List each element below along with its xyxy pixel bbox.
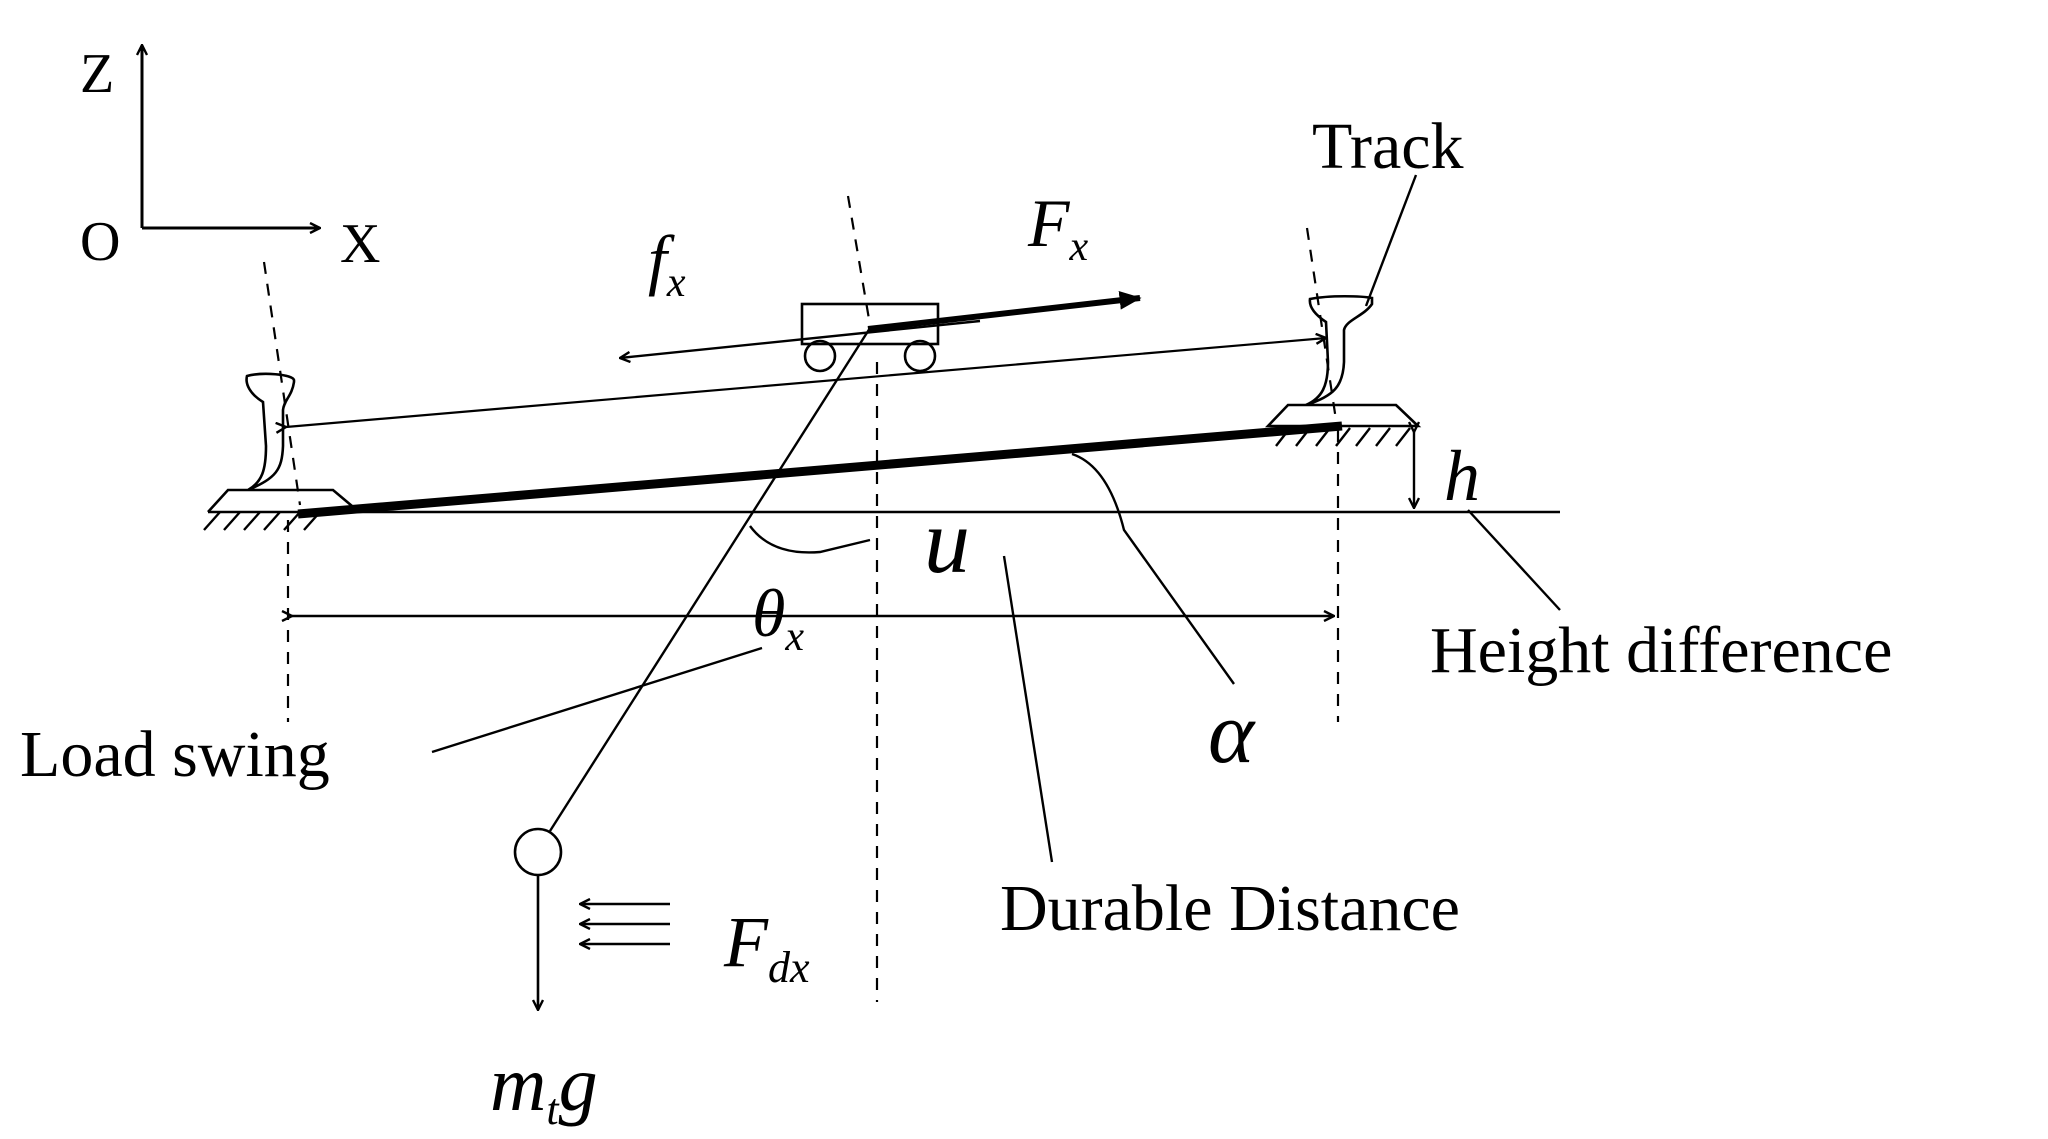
- height-difference-label: Height difference: [1430, 614, 1892, 687]
- disturbance-force-arrows: [580, 904, 670, 944]
- durable-distance-label: Durable Distance: [1000, 872, 1460, 945]
- load-cable: [548, 327, 872, 832]
- origin-label: O: [80, 211, 120, 273]
- trolley-wheel-right: [903, 339, 937, 373]
- trolley-wheel-left: [803, 339, 837, 373]
- alpha-leader: [1071, 452, 1235, 685]
- trolley-normal-dashed: [846, 195, 872, 326]
- left-rail-ground-hatch: [203, 511, 321, 531]
- load-swing-leader: [431, 646, 763, 754]
- swing-angle-arc: [749, 525, 871, 554]
- height-symbol: h: [1444, 436, 1480, 516]
- track-leader: [1364, 174, 1418, 307]
- driving-force-arrow: [867, 290, 1142, 332]
- durable-distance-leader: [1002, 555, 1054, 863]
- driving-force-symbol: Fx: [1027, 185, 1089, 270]
- load-swing-label: Load swing: [20, 718, 330, 791]
- inclined-track-beam: [297, 421, 1343, 519]
- disturbance-force-symbol: Fdx: [723, 902, 810, 992]
- friction-force-symbol: fx: [648, 221, 686, 306]
- x-axis-label: X: [340, 213, 380, 275]
- load-mass: [513, 827, 563, 877]
- swing-angle-symbol: θx: [752, 575, 804, 660]
- track-label: Track: [1312, 110, 1464, 183]
- right-rail: [1264, 294, 1422, 447]
- left-rail: [203, 372, 354, 531]
- rail-span-double-arrow: [286, 338, 1326, 427]
- coordinate-axes: Z O X: [80, 43, 380, 275]
- left-normal-dashed: [262, 261, 302, 506]
- gravity-symbol: mtg: [490, 1040, 598, 1134]
- height-difference-leader: [1467, 509, 1561, 611]
- z-axis-label: Z: [80, 43, 114, 105]
- u-symbol: u: [924, 490, 970, 592]
- friction-force-arrow: [620, 319, 981, 358]
- alpha-symbol: α: [1208, 685, 1256, 782]
- right-normal-dashed: [1305, 227, 1338, 421]
